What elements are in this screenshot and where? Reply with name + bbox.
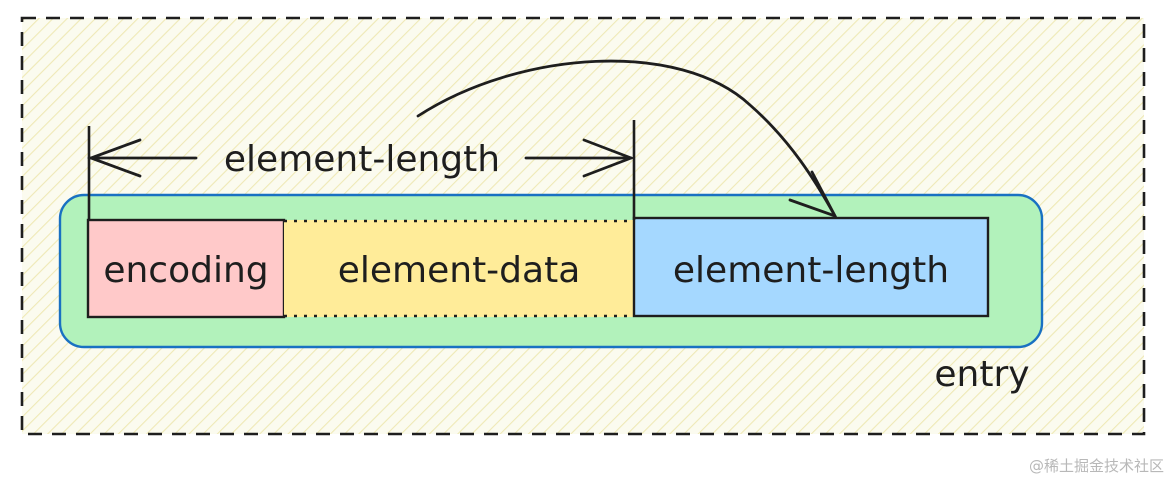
element-data-box — [284, 220, 634, 317]
span-right-arrow — [524, 138, 635, 178]
encoding-label: encoding — [103, 250, 268, 291]
curved-arrow — [416, 59, 838, 219]
span-label: element-length — [224, 139, 500, 180]
encoding-box — [86, 218, 286, 319]
element-length-box — [632, 216, 990, 318]
entry-label: entry — [934, 354, 1029, 395]
span-left-arrow — [86, 138, 198, 178]
element-length-box-label: element-length — [673, 250, 949, 291]
element-data-label: element-data — [338, 250, 581, 291]
watermark: @稀土掘金技术社区 — [1028, 457, 1164, 475]
